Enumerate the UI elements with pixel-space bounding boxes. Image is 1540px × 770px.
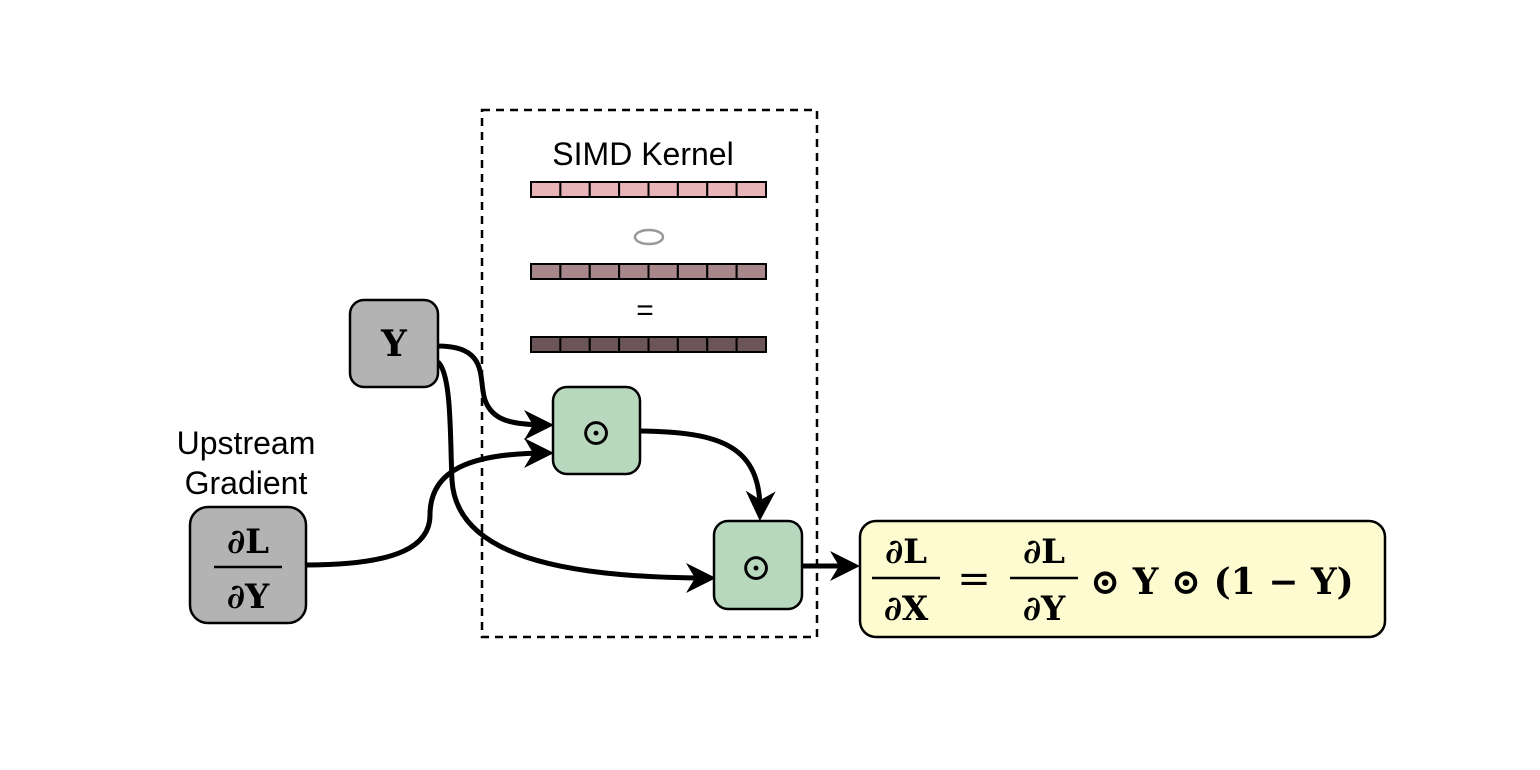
simd-vector-row-input-a — [530, 181, 767, 198]
simd-lane-cell — [706, 181, 738, 198]
simd-lane-cell — [618, 181, 650, 198]
edge-y-to-op1 — [437, 343, 554, 440]
simd-lane-cell — [588, 263, 621, 280]
simd-lane-cell — [647, 181, 679, 198]
simd-vector-row-input-b — [530, 263, 767, 280]
simd-lane-cell — [647, 336, 679, 353]
simd-lane-cell — [588, 181, 621, 198]
simd-lane-cell — [676, 181, 709, 198]
simd-lane-cell — [618, 336, 650, 353]
simd-lane-cell — [618, 263, 650, 280]
formula-equals: = — [957, 556, 991, 602]
formula-lhs-denominator: ∂X — [884, 589, 929, 629]
edge-upstream-to-op1 — [305, 438, 554, 568]
simd-lane-cell — [676, 336, 709, 353]
simd-lane-cell — [530, 263, 562, 280]
simd-lane-cell — [706, 263, 738, 280]
hadamard-node-1-box — [551, 385, 642, 476]
simd-lane-cell — [676, 263, 709, 280]
simd-lane-cell — [530, 336, 562, 353]
upstream-label-line2: Gradient — [185, 465, 308, 501]
result-formula-node: ∂L ∂X = ∂L ∂Y ⊙ Y ⊙ (1 − Y) — [858, 519, 1387, 639]
hadamard-node-2-box — [712, 519, 804, 611]
hadamard-node-1: ⊙ — [551, 385, 642, 476]
simd-lane-cell — [588, 336, 621, 353]
upstream-gradient-denominator: ∂Y — [227, 577, 270, 617]
upstream-label-line1: Upstream — [177, 425, 316, 461]
simd-lane-cell — [559, 181, 591, 198]
y-node-label: Y — [380, 323, 408, 365]
y-input-node: Y — [348, 298, 440, 389]
simd-lane-cell — [706, 336, 738, 353]
simd-lane-cell — [647, 263, 679, 280]
upstream-gradient-numerator: ∂L — [227, 522, 269, 562]
formula-lhs-numerator: ∂L — [885, 532, 927, 572]
edge-y-to-op2 — [436, 360, 716, 593]
simd-lane-cell — [735, 181, 767, 198]
simd-lane-cell — [559, 263, 591, 280]
formula-rhs-numerator: ∂L — [1023, 532, 1065, 572]
y-node-box — [348, 298, 440, 389]
formula-tail: ⊙ Y ⊙ (1 − Y) — [1090, 561, 1354, 603]
upstream-gradient-node: ∂L ∂Y — [188, 505, 308, 625]
simd-lane-cell — [735, 263, 767, 280]
simd-kernel-title: SIMD Kernel — [552, 136, 733, 172]
simd-lane-cell — [559, 336, 591, 353]
simd-lane-cell — [735, 336, 767, 353]
formula-rhs-denominator: ∂Y — [1023, 589, 1066, 629]
hadamard-node-2: ⊙ — [712, 519, 804, 611]
result-formula-box — [858, 519, 1387, 639]
simd-lane-cell — [530, 181, 562, 198]
equals-sign: = — [636, 294, 654, 327]
hadamard-node-1-symbol: ⊙ — [580, 410, 612, 454]
edge-op1-to-op2 — [639, 428, 776, 521]
hadamard-node-2-symbol: ⊙ — [740, 545, 772, 589]
elementwise-operator-icon — [633, 228, 665, 246]
simd-vector-row-output — [530, 336, 767, 353]
upstream-gradient-box — [188, 505, 308, 625]
